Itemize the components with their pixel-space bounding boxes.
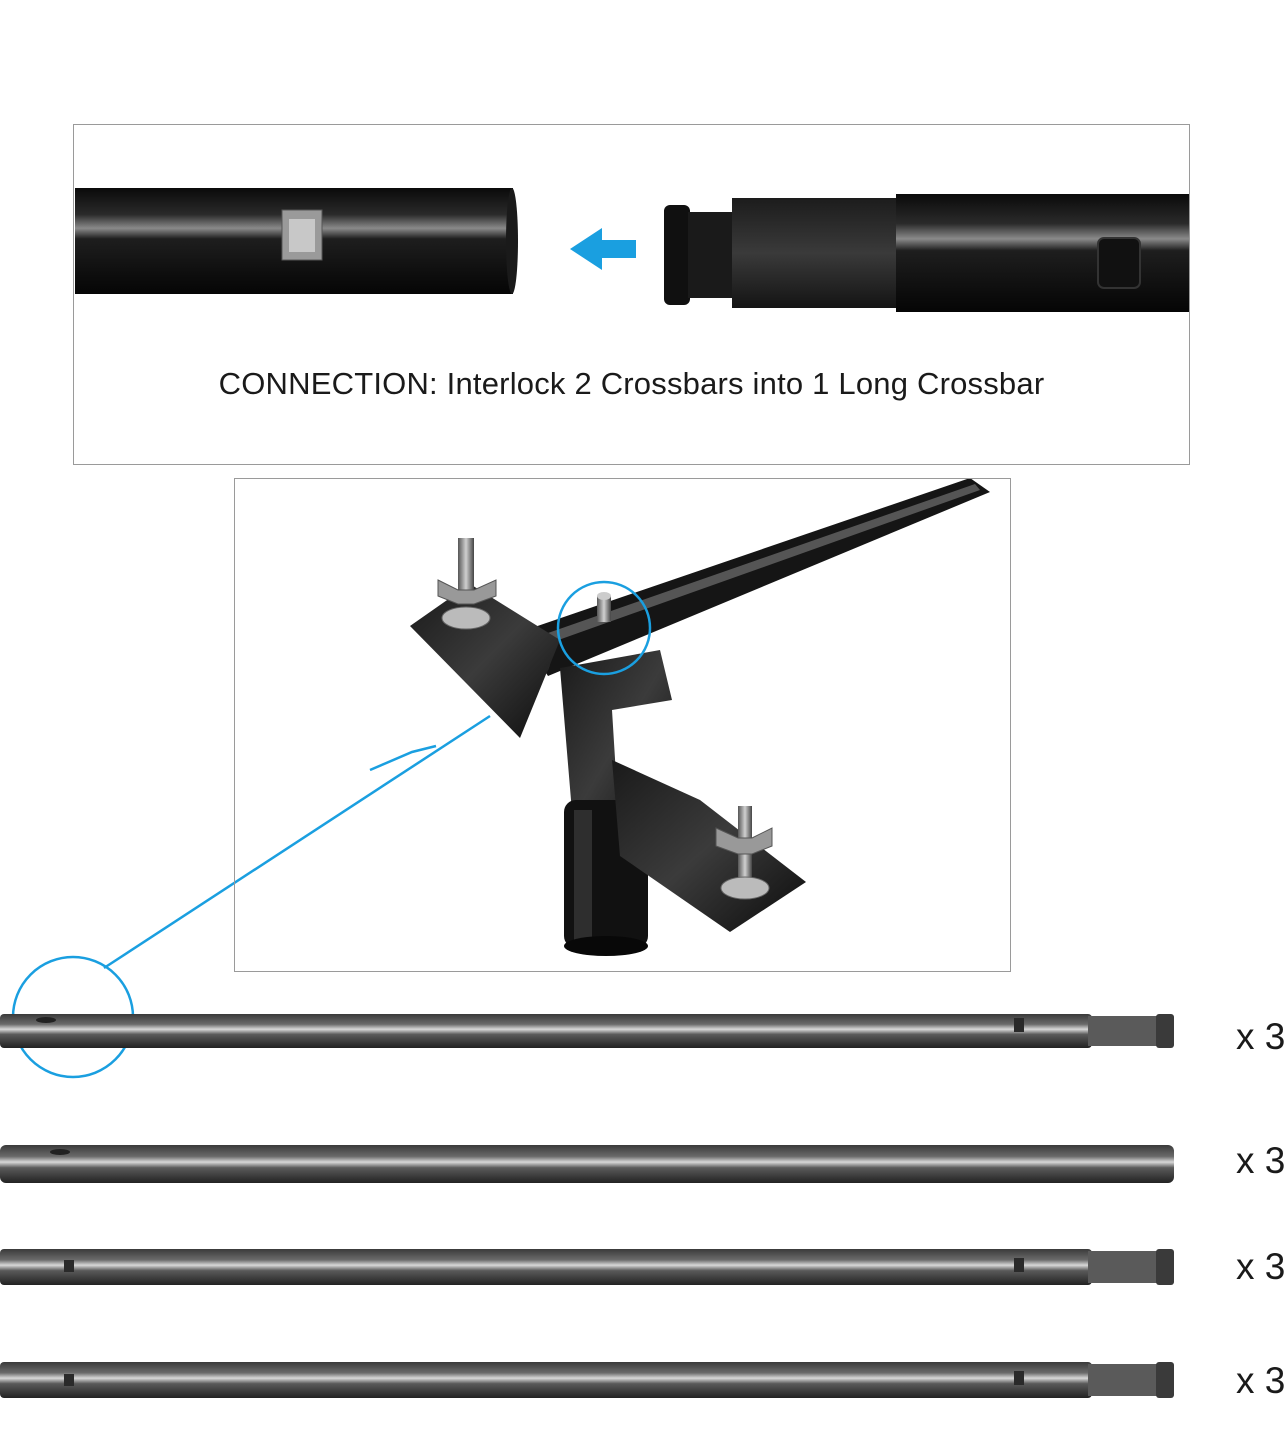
crossbar-4-quantity: x 3 — [1236, 1360, 1284, 1401]
crossbar-3-quantity: x 3 — [1236, 1246, 1284, 1287]
crossbar-2 — [0, 1145, 1174, 1183]
connection-caption: CONNECTION: Interlock 2 Crossbars into 1… — [218, 366, 1045, 401]
connection-tube-left — [75, 188, 518, 294]
bracket-panel — [234, 478, 1011, 972]
crossbar-2-quantity: x 3 — [1236, 1140, 1284, 1181]
connection-panel: CONNECTION: Interlock 2 Crossbars into 1… — [73, 124, 1190, 465]
bracket-illustration — [410, 478, 990, 956]
crossbar-3 — [0, 1249, 1174, 1285]
connection-tube-right — [664, 194, 1190, 312]
arrow-left-icon — [570, 228, 636, 270]
crossbar-4 — [0, 1362, 1174, 1398]
crossbar-1-quantity: x 3 — [1236, 1016, 1284, 1057]
crossbar-1 — [0, 1014, 1174, 1048]
